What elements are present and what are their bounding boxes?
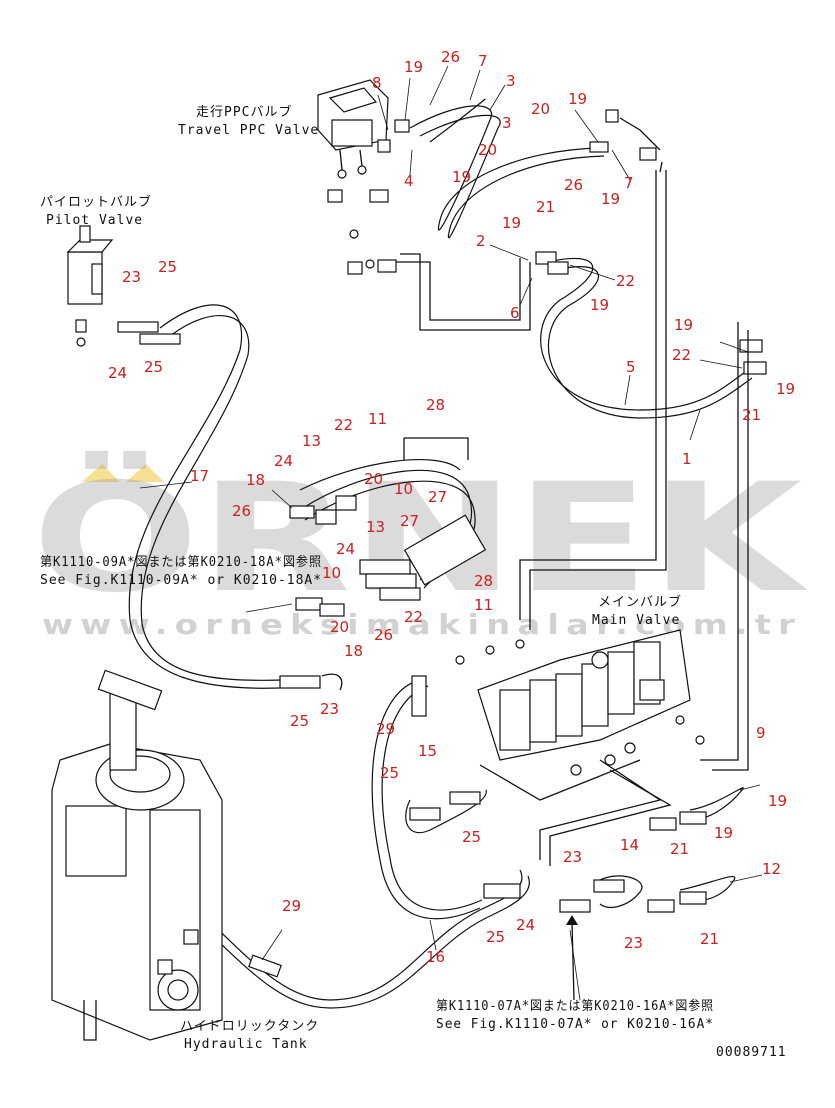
- callout-label: 7: [624, 174, 634, 192]
- tank-caption-en: Hydraulic Tank: [184, 1037, 308, 1052]
- callout-label: 19: [601, 190, 620, 208]
- callout-label: 11: [368, 410, 387, 428]
- see-fig-caption-2-en: See Fig.K1110-07A* or K0210-16A*: [436, 1017, 714, 1032]
- callout-label: 25: [144, 358, 163, 376]
- see-fig-caption-1-en: See Fig.K1110-09A* or K0210-18A*: [40, 573, 322, 588]
- callout-label: 3: [506, 72, 516, 90]
- callout-label: 25: [380, 764, 399, 782]
- callout-label: 20: [478, 141, 497, 159]
- callout-label: 17: [190, 467, 209, 485]
- callout-label: 24: [274, 452, 293, 470]
- callout-label: 3: [502, 114, 512, 132]
- callout-label: 15: [418, 742, 437, 760]
- callout-label: 23: [563, 848, 582, 866]
- callout-label: 25: [486, 928, 505, 946]
- callout-label: 20: [330, 618, 349, 636]
- see-fig-caption-2-jp: 第K1110-07A*図または第K0210-16A*図参照: [436, 998, 714, 1014]
- hydraulic-tank: [51, 669, 223, 1041]
- arrow-head: [566, 915, 578, 925]
- callout-label: 10: [394, 480, 413, 498]
- callout-label: 19: [776, 380, 795, 398]
- watermark-accent: [82, 464, 120, 482]
- callout-label: 20: [531, 100, 550, 118]
- callout-label: 6: [510, 304, 520, 322]
- see-fig-caption-1-jp: 第K1110-09A*図または第K0210-18A*図参照: [40, 554, 322, 570]
- callout-label: 26: [564, 176, 583, 194]
- callout-label: 29: [282, 897, 301, 915]
- callout-label: 21: [742, 406, 761, 424]
- callout-label: 19: [714, 824, 733, 842]
- callout-label: 26: [441, 48, 460, 66]
- callout-label: 22: [404, 608, 423, 626]
- travel-ppc-caption-jp: 走行PPCバルブ: [196, 104, 292, 120]
- callout-label: 24: [516, 916, 535, 934]
- callout-label: 19: [568, 90, 587, 108]
- callout-label: 27: [400, 512, 419, 530]
- callout-label: 16: [426, 948, 445, 966]
- drawing-number: 00089711: [716, 1045, 787, 1060]
- callout-label: 28: [426, 396, 445, 414]
- callout-label: 23: [122, 268, 141, 286]
- callout-label: 8: [372, 74, 382, 92]
- callout-label: 5: [626, 358, 636, 376]
- callout-label: 22: [616, 272, 635, 290]
- main-valve: [455, 629, 705, 776]
- callout-label: 9: [756, 724, 766, 742]
- callout-label: 26: [232, 502, 251, 520]
- callout-label: 10: [322, 564, 341, 582]
- callout-label: 22: [334, 416, 353, 434]
- main-valve-caption-jp: メインバルブ: [598, 594, 682, 610]
- tank-caption-jp: ハイドロリックタンク: [180, 1019, 319, 1034]
- callout-label: 20: [364, 470, 383, 488]
- callout-label: 19: [590, 296, 609, 314]
- callout-label: 21: [536, 198, 555, 216]
- main-valve-caption-en: Main Valve: [592, 613, 680, 628]
- callout-label: 19: [768, 792, 787, 810]
- travel-ppc-caption-en: Travel PPC Valve: [178, 123, 319, 138]
- callout-label: 24: [108, 364, 127, 382]
- captions: 走行PPCバルブ Travel PPC Valve パイロットバルブ Pilot…: [40, 104, 787, 1060]
- callout-label: 19: [502, 214, 521, 232]
- callout-label: 25: [290, 712, 309, 730]
- callout-label: 19: [452, 168, 471, 186]
- leader-lines: [139, 65, 763, 1001]
- callout-label: 7: [478, 52, 488, 70]
- callout-label: 29: [376, 720, 395, 738]
- callout-label: 24: [336, 540, 355, 558]
- callout-label: 1: [682, 450, 692, 468]
- callout-label: 2: [476, 232, 486, 250]
- callout-label: 26: [374, 626, 393, 644]
- pilot-caption-jp: パイロットバルブ: [40, 194, 152, 210]
- callout-label: 23: [624, 934, 643, 952]
- callout-label: 19: [404, 58, 423, 76]
- center-hose-bundle: [289, 437, 487, 617]
- callout-label: 25: [462, 828, 481, 846]
- callout-label: 23: [320, 700, 339, 718]
- part-callouts: 8 19 26 7 3 3 20 4 19 20 19 26 7 19 21 1…: [108, 48, 795, 966]
- callout-label: 18: [246, 471, 265, 489]
- callout-label: 28: [474, 572, 493, 590]
- callout-label: 18: [344, 642, 363, 660]
- travel-ppc-valve: [317, 79, 410, 275]
- callout-label: 25: [158, 258, 177, 276]
- callout-label: 13: [302, 432, 321, 450]
- callout-label: 14: [620, 836, 639, 854]
- callout-label: 27: [428, 488, 447, 506]
- callout-label: 13: [366, 518, 385, 536]
- callout-label: 21: [700, 930, 719, 948]
- watermark-accent: [126, 464, 164, 482]
- callout-label: 11: [474, 596, 493, 614]
- pilot-caption-en: Pilot Valve: [46, 213, 143, 228]
- callout-label: 12: [762, 860, 781, 878]
- pilot-valve: [66, 225, 114, 347]
- callout-label: 22: [672, 346, 691, 364]
- callout-label: 4: [404, 172, 414, 190]
- callout-label: 19: [674, 316, 693, 334]
- callout-label: 21: [670, 840, 689, 858]
